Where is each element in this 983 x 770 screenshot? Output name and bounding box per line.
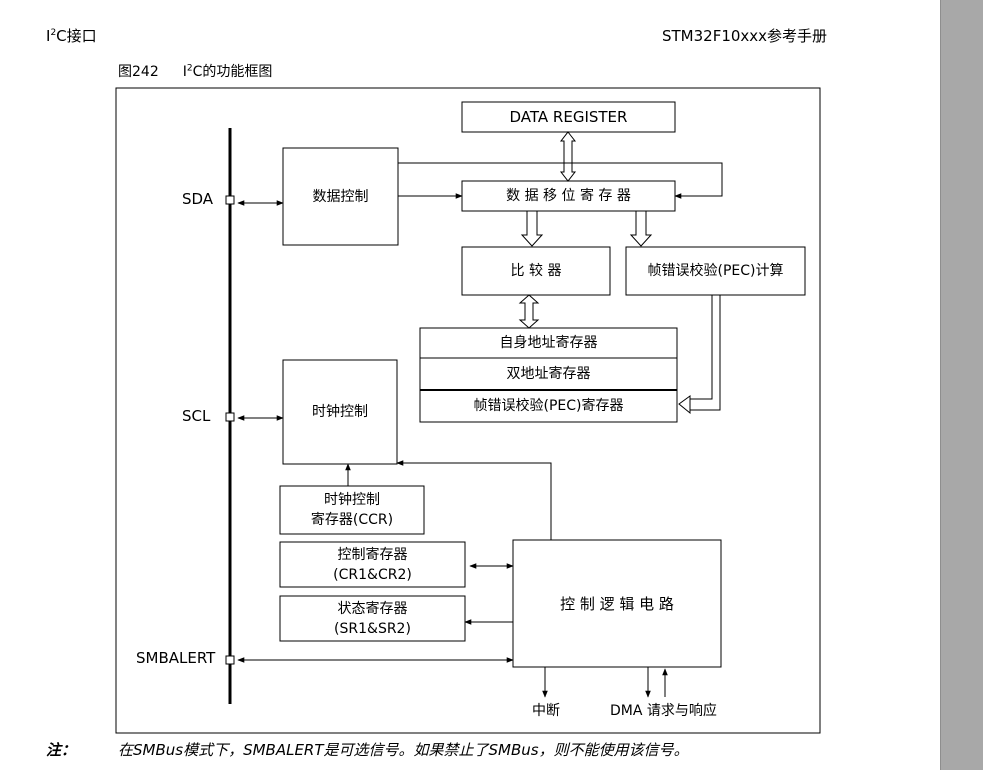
ccr-label: 时钟控制 寄存器(CCR) xyxy=(310,492,394,528)
diagram-frame xyxy=(115,87,821,734)
section-header-text-2: C接口 xyxy=(56,27,97,45)
data-register-box xyxy=(461,101,676,133)
figure-title-sup: 2 xyxy=(186,63,193,74)
scl-label: SCL xyxy=(182,407,211,425)
address-register-group xyxy=(419,327,678,423)
control-register-box xyxy=(279,541,466,588)
ccr-box xyxy=(279,485,425,535)
section-header-text: I xyxy=(46,27,51,45)
figure-title-2: C的功能框图 xyxy=(192,64,273,80)
status-register-box xyxy=(279,595,466,642)
dma-label: DMA 请求与响应 xyxy=(610,703,717,719)
note-label: 注： xyxy=(46,741,77,759)
pec-register-label: 帧错误校验(PEC)寄存器 xyxy=(473,398,624,414)
pec-calc-box xyxy=(625,246,806,296)
control-logic-box xyxy=(512,539,722,668)
figure-title: I xyxy=(182,64,187,80)
clock-control-label: 时钟控制 xyxy=(312,404,368,420)
vertical-scrollbar[interactable] xyxy=(940,0,983,770)
comparator-box xyxy=(461,246,611,296)
smbalert-label: SMBALERT xyxy=(136,649,216,667)
data-control-label: 数据控制 xyxy=(312,188,369,205)
figure-number: 图242 xyxy=(118,64,159,80)
own-address-register-label: 自身地址寄存器 xyxy=(499,335,598,351)
section-header: I2C接口 xyxy=(46,25,97,46)
manual-title: STM32F10xxx参考手册 xyxy=(662,27,828,45)
dual-address-register-label: 双地址寄存器 xyxy=(506,366,591,382)
comparator-label: 比 较 器 xyxy=(510,263,562,279)
control-register-label: 控制寄存器 (CR1&CR2) xyxy=(333,546,412,583)
clock-control-box xyxy=(282,359,398,465)
data-register-label: DATA REGISTER xyxy=(509,108,628,126)
pec-calc-label: 帧错误校验(PEC)计算 xyxy=(647,263,784,279)
note-text: 在SMBus模式下，SMBALERT是可选信号。如果禁止了SMBus，则不能使用… xyxy=(118,741,689,759)
section-header-sup: 2 xyxy=(50,28,57,38)
figure-caption: 图242 I2C的功能框图 xyxy=(118,61,272,81)
shift-register-label: 数 据 移 位 寄 存 器 xyxy=(506,188,631,204)
pec-feedback-line xyxy=(690,295,721,411)
control-logic-label: 控 制 逻 辑 电 路 xyxy=(560,594,674,613)
pec-feedback-line xyxy=(690,295,713,400)
comparator-address-path xyxy=(518,294,540,329)
shift-to-comparator-path xyxy=(520,210,544,247)
data-control-box xyxy=(282,147,399,246)
i2c-block-diagram xyxy=(115,87,821,734)
interrupt-label: 中断 xyxy=(532,703,560,719)
sda-pin xyxy=(225,195,235,205)
scl-pin xyxy=(225,412,235,422)
sda-label: SDA xyxy=(182,190,214,208)
logic-to-clock-arrow xyxy=(396,460,552,540)
data-register-shift-path xyxy=(559,131,577,182)
data-control-to-shift-arrow xyxy=(398,162,723,199)
smbalert-pin xyxy=(225,655,235,665)
pec-feedback-arrowhead xyxy=(678,395,691,415)
status-register-label: 状态寄存器 (SR1&SR2) xyxy=(334,600,411,637)
shift-to-pec-path xyxy=(629,210,653,247)
